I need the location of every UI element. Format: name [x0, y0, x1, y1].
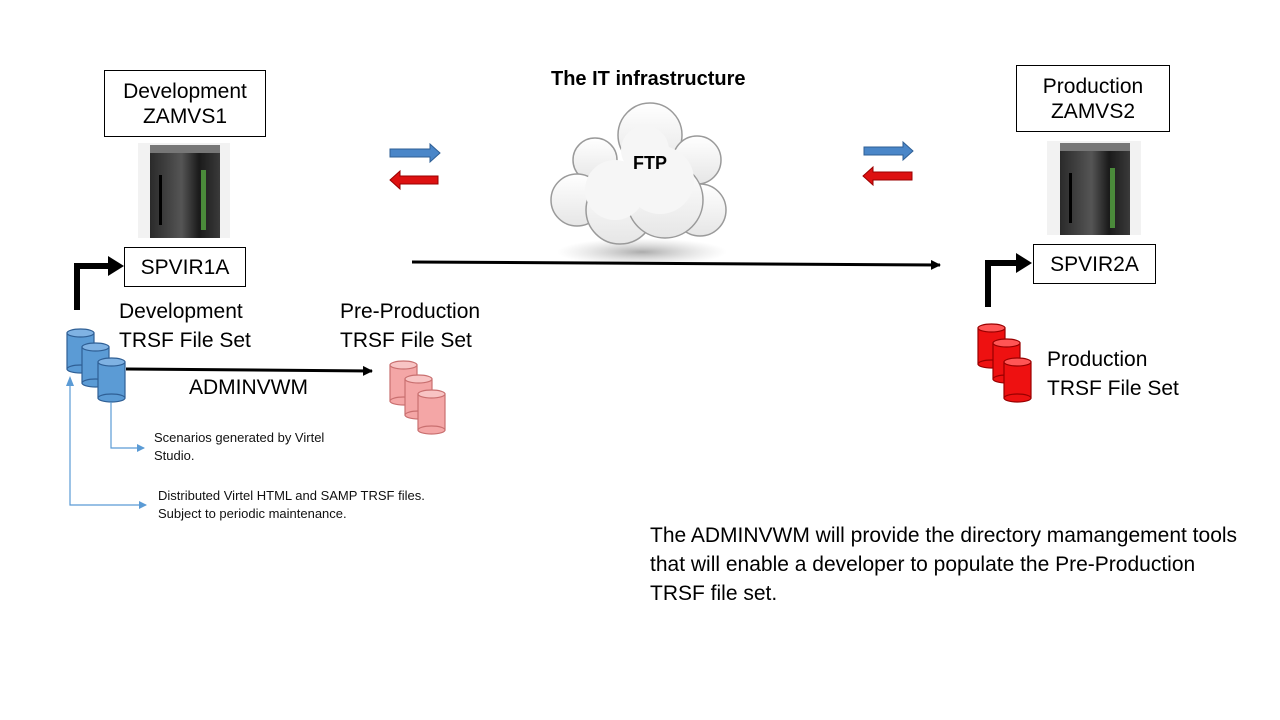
prod-system-id: ZAMVS2 — [1050, 99, 1136, 123]
dev-system-id: ZAMVS1 — [142, 104, 228, 128]
dev-spvir-label: SPVIR1A — [140, 255, 230, 279]
scenarios-callout-line — [110, 402, 145, 452]
cloud-icon — [550, 102, 727, 266]
dev-spvir-box: SPVIR1A — [124, 247, 246, 287]
prod-spvir-label: SPVIR2A — [1050, 252, 1139, 276]
prod-server-image — [1047, 141, 1141, 235]
prod-system-name: Production — [1042, 74, 1144, 98]
prod-spvir-box: SPVIR2A — [1033, 244, 1156, 284]
dev-system-name: Development — [123, 79, 247, 103]
dev-database-icon — [66, 328, 126, 403]
adminvwm-arrow — [125, 365, 373, 376]
scenarios-note: Scenarios generated by Virtel Studio. — [154, 430, 325, 463]
description-text: The ADMINVWM will provide the directory … — [650, 524, 1238, 605]
dev-system-box: Development ZAMVS1 — [104, 70, 266, 137]
prod-system-box: Production ZAMVS2 — [1016, 65, 1170, 132]
right-exchange-arrows — [862, 140, 914, 187]
distributed-callout-line — [69, 380, 147, 509]
dev-fileset-label: Development TRSF File Set — [119, 300, 251, 352]
preprod-fileset-label: Pre-Production TRSF File Set — [340, 300, 481, 352]
dev-bent-arrow — [74, 263, 112, 310]
left-exchange-arrows — [389, 142, 441, 191]
distributed-note: Distributed Virtel HTML and SAMP TRSF fi… — [158, 488, 425, 521]
preprod-database-icon — [389, 360, 446, 435]
adminvwm-label: ADMINVWM — [189, 376, 308, 399]
prod-bent-arrow — [985, 260, 1020, 307]
prod-database-icon — [977, 323, 1032, 403]
diagram-title: The IT infrastructure — [551, 68, 746, 90]
prod-fileset-label: Production TRSF File Set — [1047, 348, 1179, 400]
dev-server-image — [138, 143, 230, 238]
transfer-arrow — [411, 259, 941, 270]
cloud-label: FTP — [633, 153, 667, 173]
